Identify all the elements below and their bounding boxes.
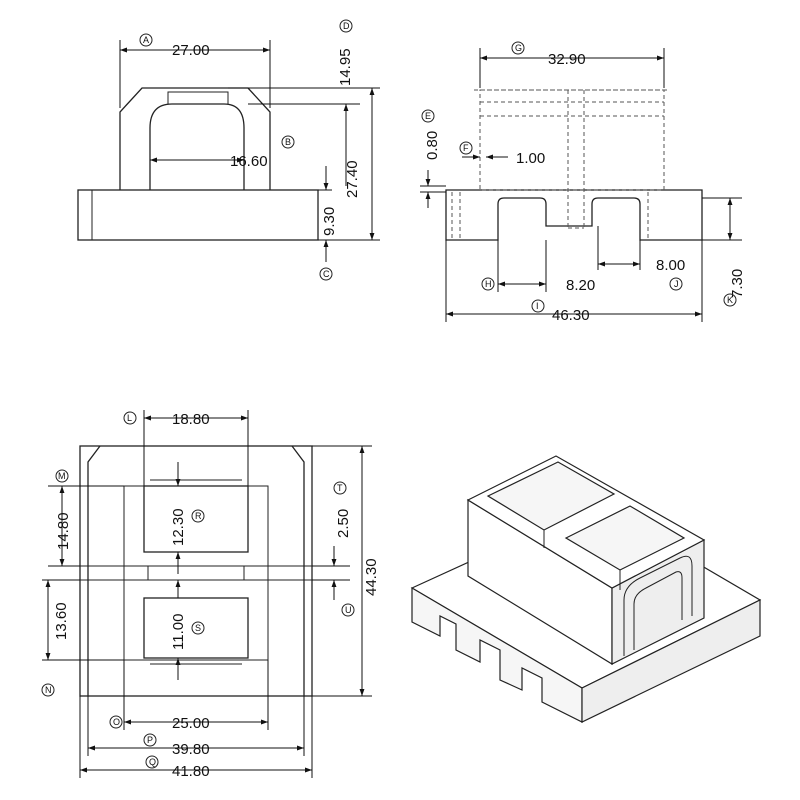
- dim-top-inner-width: 25.00: [172, 715, 210, 732]
- dim-top-outer-width: 41.80: [172, 763, 210, 780]
- dim-front-height: 27.40: [344, 160, 361, 198]
- front-body-outline: [119, 87, 271, 190]
- tag-n: N: [41, 683, 55, 697]
- top-window-upper: [143, 485, 249, 553]
- svg-text:G: G: [515, 43, 522, 53]
- dim-side-pin-gap: 8.00: [656, 257, 685, 274]
- tag-l: L: [123, 411, 137, 425]
- dim-top-window-top: 12.30: [170, 508, 187, 546]
- svg-text:R: R: [195, 511, 202, 521]
- svg-text:E: E: [425, 111, 431, 121]
- svg-text:T: T: [337, 483, 343, 493]
- svg-text:J: J: [674, 279, 679, 289]
- dim-top-lower-offset: 13.60: [53, 602, 70, 640]
- svg-text:P: P: [147, 735, 153, 745]
- dim-side-base-height: 7.30: [729, 269, 746, 298]
- dim-front-base-height: 9.30: [321, 207, 338, 236]
- dim-front-top-width: 27.00: [172, 42, 210, 59]
- tag-j: J: [669, 277, 683, 291]
- dim-side-flange: 0.80: [424, 131, 441, 160]
- tag-g: G: [511, 41, 525, 55]
- svg-text:D: D: [343, 21, 350, 31]
- dim-top-upper-offset: 14.80: [55, 512, 72, 550]
- svg-text:C: C: [323, 269, 330, 279]
- tag-c: C: [319, 267, 333, 281]
- dim-side-total-width: 46.30: [552, 307, 590, 324]
- dim-top-window-bottom: 11.00: [170, 614, 187, 650]
- svg-text:S: S: [195, 623, 201, 633]
- svg-text:Q: Q: [149, 757, 156, 767]
- svg-text:L: L: [127, 413, 132, 423]
- svg-text:K: K: [727, 295, 733, 305]
- front-base-outline: [77, 189, 319, 241]
- svg-text:A: A: [143, 35, 149, 45]
- svg-text:H: H: [485, 279, 492, 289]
- dim-side-pin-width: 8.20: [566, 277, 595, 294]
- tag-r: R: [191, 509, 205, 523]
- tag-p: P: [143, 733, 157, 747]
- tag-t: T: [333, 481, 347, 495]
- front-arch-outline: [149, 103, 245, 190]
- dim-top-window-width: 18.80: [172, 411, 210, 428]
- dim-top-height: 44.30: [363, 558, 380, 596]
- top-view: 18.80 12.30 11.00 44.30 2.50 14.80 13.60: [41, 410, 380, 780]
- tag-d: D: [339, 19, 353, 33]
- tag-q: Q: [145, 755, 159, 769]
- tag-o: O: [109, 715, 123, 729]
- side-view: 32.90 0.80 1.00 8.20 8.00 46.30 7.30 G E: [420, 41, 746, 324]
- front-view: 27.00 16.60 27.40 14.95 9.30 A B C D: [77, 19, 380, 281]
- svg-text:N: N: [45, 685, 52, 695]
- top-base-outline: [79, 445, 313, 697]
- dim-front-top-wall: 14.95: [337, 48, 354, 86]
- dim-top-gap: 2.50: [335, 509, 352, 538]
- dim-front-slot-width: 16.60: [230, 153, 268, 170]
- tag-e: E: [421, 109, 435, 123]
- svg-text:O: O: [113, 717, 120, 727]
- tag-k: K: [723, 293, 737, 307]
- isometric-view: [410, 455, 762, 723]
- tag-b: B: [281, 135, 295, 149]
- tag-m: M: [55, 469, 69, 483]
- svg-text:I: I: [536, 301, 539, 311]
- svg-text:U: U: [345, 605, 352, 615]
- svg-text:F: F: [463, 143, 469, 153]
- dim-side-width: 32.90: [548, 51, 586, 68]
- tag-a: A: [139, 33, 153, 47]
- tag-u: U: [341, 603, 355, 617]
- top-window-lower: [143, 597, 249, 659]
- tag-i: I: [531, 299, 545, 313]
- dim-side-wall: 1.00: [516, 150, 545, 167]
- dim-top-mid-width: 39.80: [172, 741, 210, 758]
- tag-s: S: [191, 621, 205, 635]
- tag-h: H: [481, 277, 495, 291]
- side-base-outline: [445, 189, 703, 241]
- tag-f: F: [459, 141, 473, 155]
- svg-text:B: B: [285, 137, 291, 147]
- svg-text:M: M: [58, 471, 66, 481]
